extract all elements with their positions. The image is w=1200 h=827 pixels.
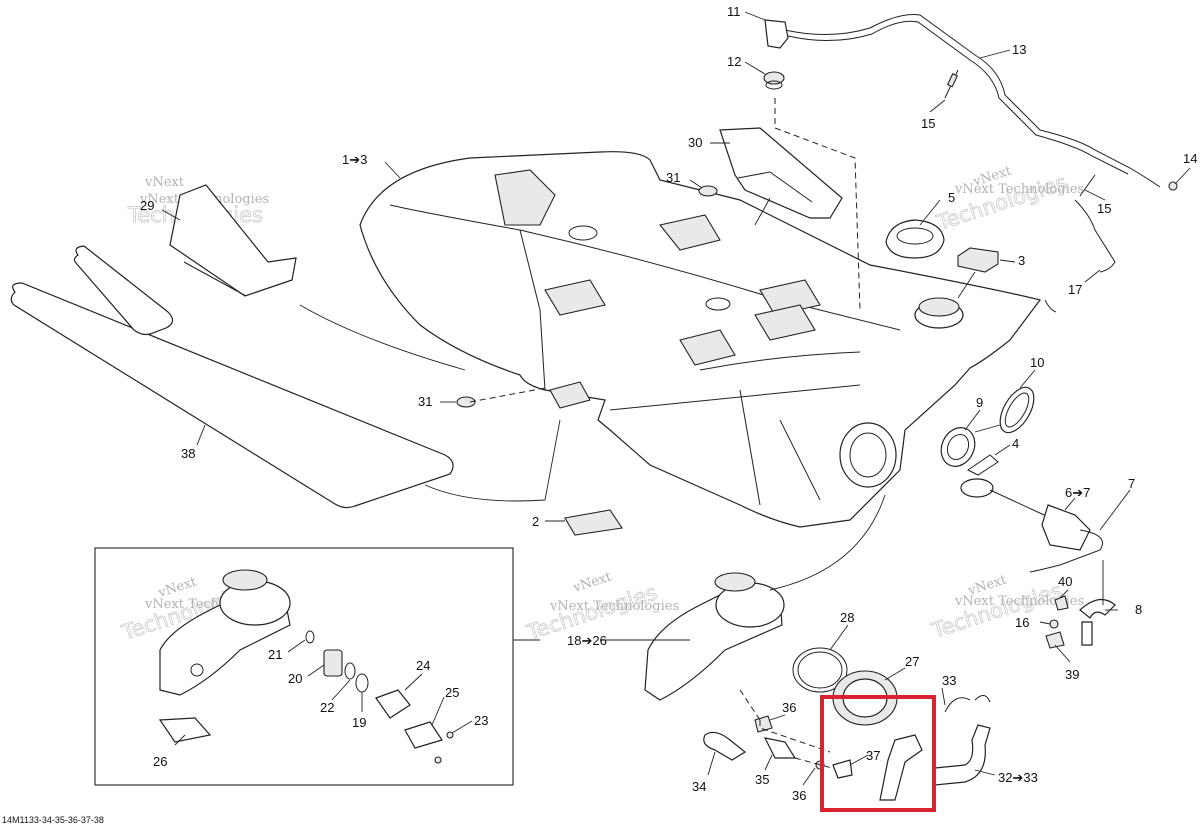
connector-15-right [1079,174,1096,197]
pad-3 [957,247,999,273]
label-10: 10 [1030,355,1044,370]
label-9: 9 [976,395,983,410]
leader-lines [161,11,1191,786]
inset-parts-19-25 [305,630,454,764]
label-37: 37 [866,748,880,763]
label-26: 26 [153,754,167,769]
label-33: 33 [942,673,956,688]
label-19: 19 [352,715,366,730]
hose-34 [703,731,747,761]
label-31-left: 31 [418,394,432,409]
fitting-11 [764,19,789,49]
label-5: 5 [948,190,955,205]
vent-hose-13 [784,14,1161,273]
label-40: 40 [1058,574,1072,589]
figure-code: 14M1133-34-35-36-37-38 [2,815,104,825]
label-29: 29 [140,198,154,213]
watermark-right-top: vNext vNext Technologies Technologies [933,163,1084,235]
callout-labels: 11 12 13 14 15 15 17 5 3 1➔3 29 30 31 31… [2,4,1197,825]
hose-8 [1079,599,1116,646]
connector-15-top [944,69,959,99]
label-17: 17 [1068,282,1082,297]
fitting-37 [832,734,923,801]
label-22: 22 [320,700,334,715]
label-3: 3 [1018,253,1025,268]
clip-4 [967,454,999,476]
label-27: 27 [905,654,919,669]
label-15-right: 15 [1097,201,1111,216]
pad-2 [564,509,623,536]
highlight-box [820,695,936,812]
connector-35 [763,737,797,759]
cap-12 [763,71,785,90]
label-28: 28 [840,610,854,625]
svg-text:vNext Technologies: vNext Technologies [954,594,1084,609]
pad-38 [10,245,454,509]
label-36-upper: 36 [782,700,796,715]
label-35: 35 [755,772,769,787]
label-31-top: 31 [666,170,680,185]
assembly-lines [299,98,1104,769]
screw-16 [1049,619,1059,629]
label-16: 16 [1015,615,1029,630]
fuel-pump-18-26 [644,572,785,701]
label-32-to-33: 32➔33 [998,770,1038,785]
svg-text:vNext: vNext [144,175,185,190]
label-30: 30 [688,135,702,150]
label-7: 7 [1128,476,1135,491]
label-11: 11 [727,4,741,19]
inset-box [94,547,514,786]
svg-text:vNext: vNext [571,569,614,596]
label-1-to-3: 1➔3 [342,152,367,167]
clip-36 [754,715,825,770]
label-14: 14 [1183,151,1197,166]
clamp-39 [1045,631,1065,649]
svg-text:vNext Technologies: vNext Technologies [954,182,1084,197]
label-15-top: 15 [921,116,935,131]
heat-shield-29 [169,184,297,297]
label-34: 34 [692,779,706,794]
label-6-to-7: 6➔7 [1065,485,1090,500]
svg-text:vNext Technologies: vNext Technologies [549,599,679,614]
label-20: 20 [288,671,302,686]
grommet-31-top [698,185,718,197]
label-36-lower: 36 [792,788,806,803]
fuel-level-sender-6-7 [960,478,1103,573]
label-39: 39 [1065,667,1079,682]
label-4: 4 [1012,436,1019,451]
label-13: 13 [1012,42,1026,57]
label-23: 23 [474,713,488,728]
inset-fuel-pump [158,569,291,743]
label-25: 25 [445,685,459,700]
o-ring-28 [792,647,848,693]
grommet-31-left [456,396,476,408]
label-12: 12 [727,54,741,69]
connector-40 [1054,595,1069,611]
cover-30 [719,127,843,219]
label-21: 21 [268,647,282,662]
label-8: 8 [1135,602,1142,617]
label-2: 2 [532,514,539,529]
fuel-cap-5 [885,219,945,259]
label-24: 24 [416,658,430,673]
fuel-tank [359,151,1042,528]
label-38: 38 [181,446,195,461]
gasket-10 [999,386,1035,434]
ring-9 [940,427,976,467]
label-18-to-26: 18➔26 [567,633,607,648]
